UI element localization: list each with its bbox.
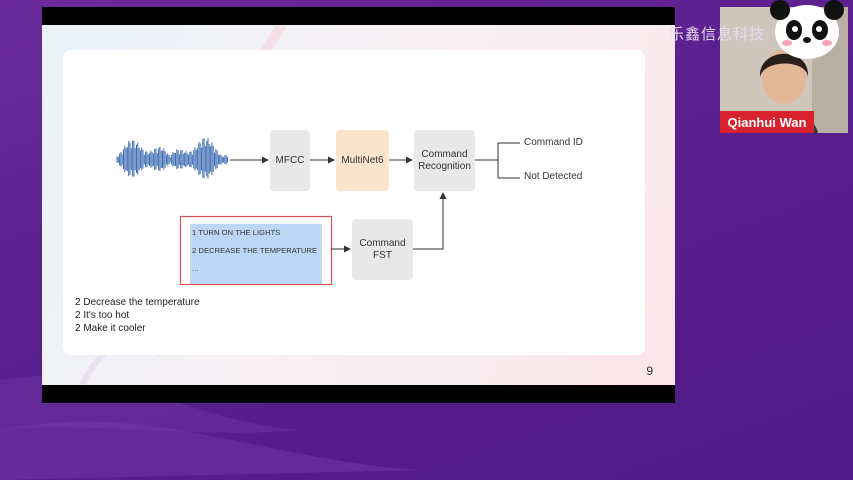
example-phrase: 2 Make it cooler	[75, 323, 146, 334]
slide-number: 9	[646, 364, 653, 378]
output-command-id: Command ID	[524, 137, 583, 148]
command-recognition-box	[414, 130, 475, 191]
arrow-fst-recognition	[413, 192, 447, 250]
command-list-item: 2 DECREASE THE TEMPERATURE	[192, 246, 318, 255]
brand-text: 乐鑫信息科技	[669, 25, 766, 43]
multinet-label: MultiNet6	[341, 154, 384, 166]
command-fst-label: Command FST	[359, 237, 406, 261]
output-branch	[475, 142, 520, 179]
output-not-detected: Not Detected	[524, 171, 583, 182]
command-list-border	[179, 215, 333, 286]
presentation-video: MFCC MultiNet6 Command Recognition Comma…	[42, 7, 675, 403]
command-list-item: ...	[192, 264, 199, 273]
pipeline-diagram	[116, 130, 520, 286]
slide: MFCC MultiNet6 Command Recognition Comma…	[42, 25, 675, 385]
command-list-item: 1 TURN ON THE LIGHTS	[192, 228, 281, 237]
example-phrase: 2 It's too hot	[75, 310, 130, 321]
example-phrases: 2 Decrease the temperature 2 It's too ho…	[75, 296, 200, 335]
mfcc-label: MFCC	[275, 154, 305, 166]
panda-mascot-icon	[770, 0, 844, 59]
command-list: 1 TURN ON THE LIGHTS 2 DECREASE THE TEMP…	[190, 224, 322, 284]
multinet-box	[336, 130, 389, 191]
command-fst-box	[352, 219, 413, 280]
mfcc-box	[270, 130, 310, 191]
example-phrase: 2 Decrease the temperature	[75, 297, 200, 308]
command-recognition-label: Command Recognition	[418, 148, 471, 172]
waveform-icon	[116, 137, 228, 179]
slide-content-card: MFCC MultiNet6 Command Recognition Comma…	[63, 50, 645, 355]
speaker-name-badge: Qianhui Wan	[720, 111, 814, 133]
